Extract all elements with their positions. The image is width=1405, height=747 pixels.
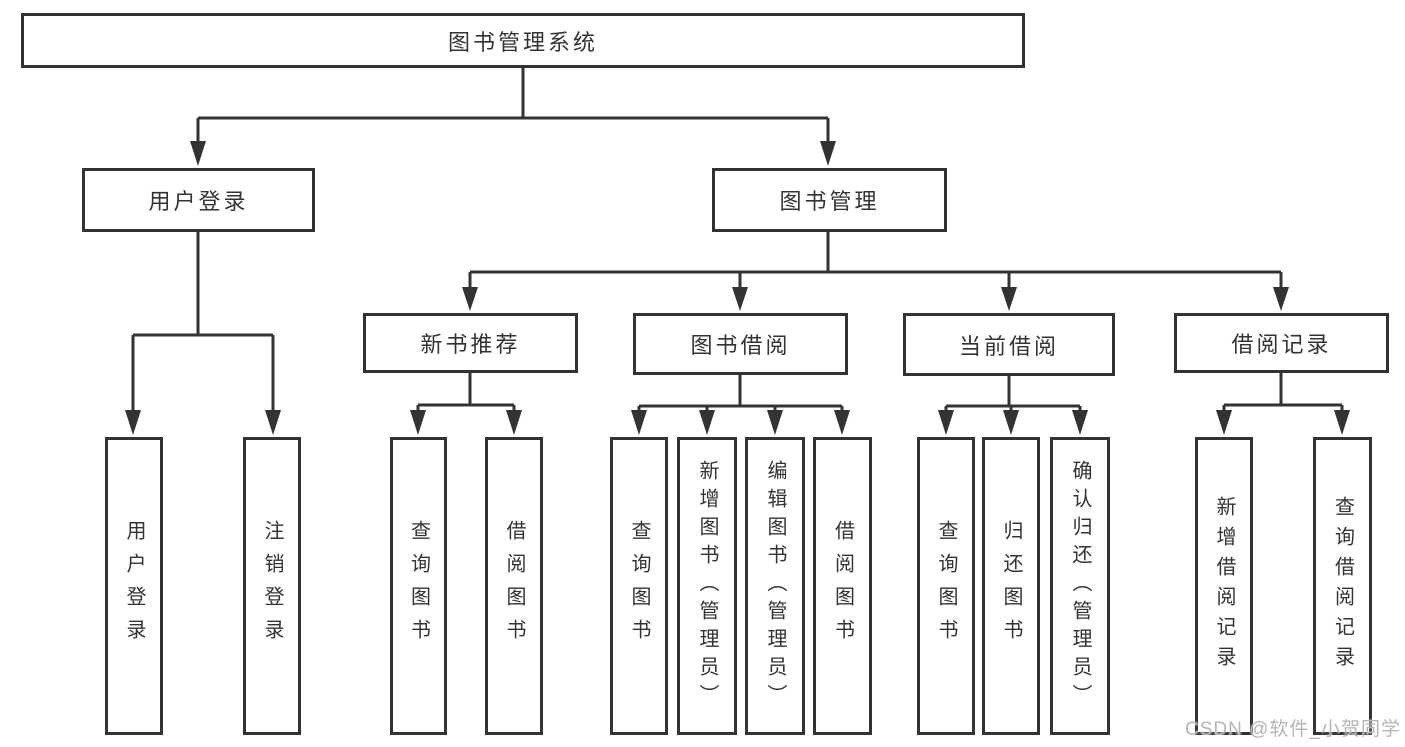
node-borrowing-records-label: 借阅记录	[1231, 332, 1332, 357]
node-root-label: 图书管理系统	[447, 29, 598, 55]
connector-book-management	[468, 232, 1283, 289]
node-current-borrowing-label: 当前借阅	[958, 333, 1059, 359]
connector-new-book	[416, 373, 516, 413]
node-book-management: 图书管理	[712, 168, 947, 232]
node-confirm-return-admin-label: 确认归还（管理员）	[1069, 460, 1091, 712]
node-edit-books-admin-label: 编辑图书（管理员）	[764, 460, 786, 712]
node-query-books-borrowing: 查询图书	[610, 437, 668, 735]
connector-current	[944, 376, 1082, 413]
node-return-books: 归还图书	[982, 437, 1040, 735]
arrowheads	[125, 141, 1350, 435]
node-add-books-admin-label: 新增图书（管理员）	[696, 460, 718, 712]
node-book-management-label: 图书管理	[779, 189, 880, 214]
node-current-borrowing: 当前借阅	[903, 313, 1115, 376]
node-query-books-recommend-label: 查询图书	[407, 520, 430, 652]
node-add-books-admin: 新增图书（管理员）	[677, 437, 737, 735]
node-new-book-recommend: 新书推荐	[363, 313, 578, 373]
node-root: 图书管理系统	[21, 13, 1025, 68]
node-user-login-action: 用户登录	[105, 437, 163, 735]
node-book-borrowing-label: 图书借阅	[690, 333, 791, 358]
node-return-books-label: 归还图书	[1000, 520, 1022, 652]
node-add-borrow-record-label: 新增借阅记录	[1213, 496, 1235, 676]
node-user-login: 用户登录	[82, 168, 315, 232]
node-borrow-books-borrowing: 借阅图书	[813, 437, 872, 735]
node-edit-books-admin: 编辑图书（管理员）	[745, 437, 805, 735]
connector-records	[1222, 373, 1344, 413]
csdn-watermark: CSDN @软件_小贺同学	[1185, 719, 1401, 740]
node-user-login-action-label: 用户登录	[123, 520, 145, 652]
node-new-book-recommend-label: 新书推荐	[420, 332, 521, 357]
node-query-books-current-label: 查询图书	[935, 520, 957, 652]
connector-borrowing	[637, 375, 844, 413]
node-borrow-books-borrowing-label: 借阅图书	[831, 520, 854, 652]
node-query-borrow-record: 查询借阅记录	[1313, 437, 1372, 735]
node-borrow-books-recommend-label: 借阅图书	[503, 520, 525, 652]
connector-root	[196, 68, 830, 144]
node-logout-action-label: 注销登录	[261, 520, 283, 652]
node-borrow-books-recommend: 借阅图书	[485, 437, 543, 735]
node-user-login-label: 用户登录	[148, 189, 249, 214]
node-logout-action: 注销登录	[243, 437, 301, 735]
node-borrowing-records: 借阅记录	[1174, 313, 1389, 373]
node-query-books-borrowing-label: 查询图书	[628, 520, 650, 652]
node-query-borrow-record-label: 查询借阅记录	[1331, 496, 1354, 676]
node-query-books-recommend: 查询图书	[390, 437, 447, 735]
connector-user-login	[131, 232, 275, 412]
node-query-books-current: 查询图书	[917, 437, 975, 735]
node-book-borrowing: 图书借阅	[633, 313, 848, 375]
node-confirm-return-admin: 确认归还（管理员）	[1050, 437, 1110, 735]
node-add-borrow-record: 新增借阅记录	[1195, 437, 1253, 735]
